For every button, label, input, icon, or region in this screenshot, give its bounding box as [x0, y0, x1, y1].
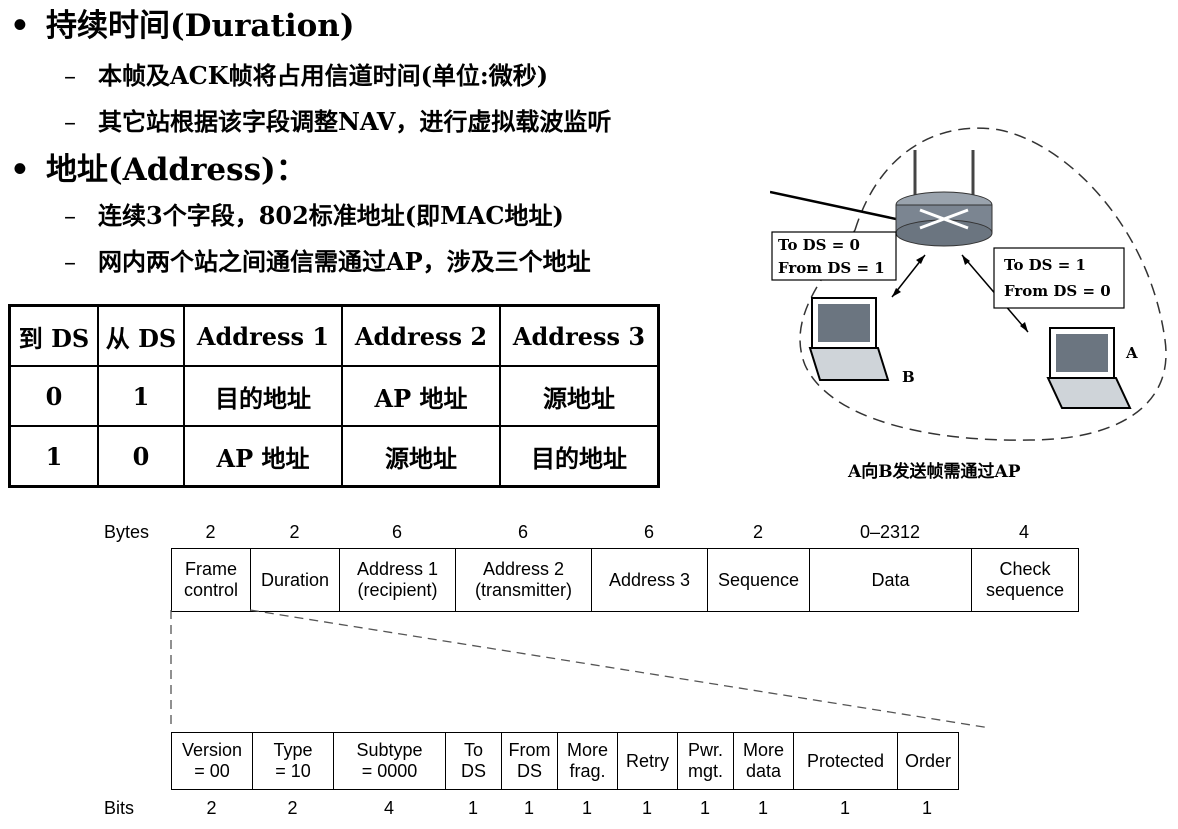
- table-cell: AP 地址: [183, 425, 343, 488]
- bit-size: 1: [467, 798, 478, 818]
- table-header-cell: Address 3: [499, 304, 660, 367]
- field-type: Type= 10: [253, 733, 334, 789]
- bit-size: 2: [287, 798, 298, 818]
- label-b: B: [902, 368, 915, 386]
- bit-size: 1: [921, 798, 932, 818]
- field-address-3: Address 3: [592, 549, 708, 611]
- box-right-line1: To DS = 1: [1004, 256, 1086, 274]
- field-subtype: Subtype= 0000: [334, 733, 446, 789]
- bit-size: 2: [206, 798, 217, 818]
- field-data: Data: [810, 549, 972, 611]
- field-sequence: Sequence: [708, 549, 810, 611]
- table-cell: 目的地址: [183, 365, 343, 427]
- field-order: Order: [904, 750, 951, 771]
- table-cell: 0: [97, 425, 185, 488]
- table-header-cell: Address 1: [183, 304, 343, 367]
- table-header-cell: 到 DS: [8, 304, 99, 367]
- field-duration: Duration: [251, 549, 340, 611]
- ds-address-table: 到 DS 从 DS Address 1 Address 2 Address 3 …: [8, 304, 660, 488]
- byte-size: 2: [205, 522, 216, 542]
- table-cell: 0: [8, 365, 99, 427]
- sub-item: –其它站根据该字段调整NAV，进行虚拟载波监听: [64, 107, 612, 136]
- box-right-line2: From DS = 0: [1004, 282, 1111, 300]
- table-cell: 源地址: [499, 365, 660, 427]
- sub-item: –网内两个站之间通信需通过AP，涉及三个地址: [64, 247, 591, 276]
- bit-size: 1: [641, 798, 652, 818]
- diagram-caption: A向B发送帧需通过AP: [848, 462, 1021, 482]
- bullet-duration: •持续时间(Duration): [10, 8, 355, 44]
- byte-sizes-row: 2 2 6 6 6 2 0–2312 4: [171, 522, 1077, 543]
- uplink-line: [770, 190, 911, 224]
- table-header-row: 到 DS 从 DS Address 1 Address 2 Address 3: [8, 304, 660, 367]
- table-cell: 1: [97, 365, 185, 427]
- byte-size: 6: [391, 522, 402, 542]
- field-address-2: Address 2(transmitter): [456, 549, 592, 611]
- expansion-lines: [170, 609, 991, 729]
- field-protected: Protected: [794, 733, 898, 789]
- field-retry: Retry: [618, 733, 678, 789]
- table-header-cell: 从 DS: [97, 304, 185, 367]
- bit-sizes-row: 2 2 4 1 1 1 1 1 1 1 1: [171, 798, 957, 819]
- bit-size: 1: [523, 798, 534, 818]
- byte-size: 6: [643, 522, 654, 542]
- field-version: Version= 00: [172, 733, 253, 789]
- bullet-address: •地址(Address)：: [10, 152, 307, 188]
- laptop-b-icon: [808, 297, 890, 381]
- bss-boundary: [799, 127, 1167, 441]
- bit-size: 1: [581, 798, 592, 818]
- box-left-line2: From DS = 1: [778, 259, 885, 277]
- table-cell: 源地址: [341, 425, 501, 488]
- label-a: A: [1125, 344, 1138, 362]
- sub-item: –本帧及ACK帧将占用信道时间(单位:微秒): [64, 61, 549, 90]
- byte-size: 4: [1018, 522, 1029, 542]
- table-row: 1 0 AP 地址 源地址 目的地址: [8, 425, 660, 488]
- laptop-a-icon: [1046, 327, 1132, 409]
- bit-size: 1: [757, 798, 768, 818]
- table-header-cell: Address 2: [341, 304, 501, 367]
- ap-network-diagram: To DS = 0 From DS = 1 To DS = 1 From DS …: [770, 127, 1167, 441]
- field-address-1: Address 1(recipient): [340, 549, 456, 611]
- byte-size: 2: [289, 522, 300, 542]
- bytes-label: Bytes: [104, 522, 150, 542]
- access-point-icon: [895, 150, 993, 247]
- bits-label: Bits: [104, 798, 135, 818]
- bit-size: 1: [839, 798, 850, 818]
- table-cell: 目的地址: [499, 425, 660, 488]
- table-cell: AP 地址: [341, 365, 501, 427]
- byte-size: 2: [752, 522, 763, 542]
- table-row: 0 1 目的地址 AP 地址 源地址: [8, 365, 660, 427]
- field-pwr-mgt: Pwr.mgt.: [678, 733, 734, 789]
- byte-size: 6: [517, 522, 528, 542]
- box-left-line1: To DS = 0: [778, 236, 860, 254]
- bit-size: 4: [383, 798, 394, 818]
- sub-item: –连续3个字段，802标准地址(即MAC地址): [64, 201, 564, 230]
- byte-size: 0–2312: [859, 522, 921, 542]
- table-cell: 1: [8, 425, 99, 488]
- bit-size: 1: [699, 798, 710, 818]
